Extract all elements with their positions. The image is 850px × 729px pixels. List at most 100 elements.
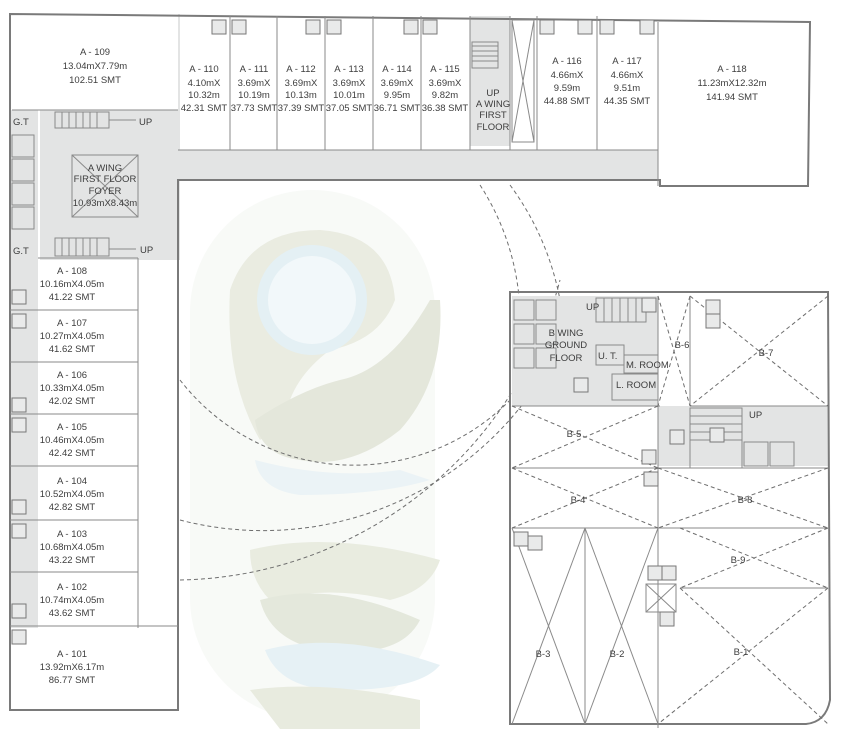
unit-a-109: A - 109 13.04mX7.79m 102.51 SMT [63,47,128,86]
stair-block-label: UP A WING FIRST FLOOR [476,88,510,133]
svg-text:UP: UP [486,88,499,99]
svg-text:10.93mX8.43m: 10.93mX8.43m [73,198,138,209]
unit-a-112: A - 112 3.69mX 10.13m 37.39 SMT [278,64,325,114]
stair-up-label-1: UP [139,117,152,128]
svg-text:A - 106: A - 106 [57,370,87,381]
svg-text:A - 107: A - 107 [57,318,87,329]
svg-text:A - 102: A - 102 [57,582,87,593]
svg-text:13.92mX6.17m: 13.92mX6.17m [40,662,105,673]
svg-text:42.82 SMT: 42.82 SMT [49,502,96,513]
unit-a-106: A - 106 10.33mX4.05m 42.02 SMT [40,370,105,407]
svg-text:GROUND: GROUND [545,340,587,351]
svg-text:10.68mX4.05m: 10.68mX4.05m [40,542,105,553]
svg-text:A WING: A WING [476,99,510,110]
lift-label-1: G.T [13,117,29,128]
shop-b-7: B-7 [759,348,774,359]
unit-a-108: A - 108 10.16mX4.05m 41.22 SMT [40,266,105,303]
b-l-room-label: L. ROOM [616,380,656,391]
svg-text:3.69mX: 3.69mX [238,78,271,89]
svg-text:43.22 SMT: 43.22 SMT [49,555,96,566]
svg-text:10.46mX4.05m: 10.46mX4.05m [40,435,105,446]
svg-text:10.33mX4.05m: 10.33mX4.05m [40,383,105,394]
svg-text:42.02 SMT: 42.02 SMT [49,396,96,407]
svg-text:10.13m: 10.13m [285,90,317,101]
svg-text:A - 118: A - 118 [717,64,746,75]
b-m-room-label: M. ROOM [626,360,669,371]
unit-a-117: A - 117 4.66mX 9.51m 44.35 SMT [604,56,651,107]
shop-b-5: B-5 [567,429,582,440]
b-up-label-2: UP [749,410,762,421]
svg-text:10.16mX4.05m: 10.16mX4.05m [40,279,105,290]
svg-text:4.66mX: 4.66mX [551,70,584,81]
svg-text:FOYER: FOYER [89,186,122,197]
unit-a-101: A - 101 13.92mX6.17m 86.77 SMT [40,649,105,686]
svg-text:41.22 SMT: 41.22 SMT [49,292,96,303]
unit-a-116: A - 116 4.66mX 9.59m 44.88 SMT [544,56,591,107]
svg-text:3.69mX: 3.69mX [285,78,318,89]
toilet-icons [11,19,655,645]
shop-b-2: B-2 [610,649,625,660]
unit-a-107: A - 107 10.27mX4.05m 41.62 SMT [40,318,105,355]
svg-text:37.73 SMT: 37.73 SMT [231,103,278,114]
unit-a-102: A - 102 10.74mX4.05m 43.62 SMT [40,582,105,619]
b-toilet-icons [513,297,725,627]
svg-text:44.88 SMT: 44.88 SMT [544,96,591,107]
svg-text:A - 105: A - 105 [57,422,87,433]
svg-text:42.31 SMT: 42.31 SMT [181,103,228,114]
unit-a-111: A - 111 3.69mX 10.19m 37.73 SMT [231,64,278,114]
b-wing-ground-label: B WING GROUND FLOOR [545,328,587,364]
svg-text:A - 115: A - 115 [430,64,459,75]
svg-text:37.05 SMT: 37.05 SMT [326,103,373,114]
unit-a-113: A - 113 3.69mX 10.01m 37.05 SMT [326,64,373,114]
svg-text:FIRST FLOOR: FIRST FLOOR [74,174,137,185]
shop-b-3: B-3 [536,649,551,660]
shop-b-1: B-1 [734,647,749,658]
unit-id: A - 109 [80,47,110,58]
svg-text:86.77 SMT: 86.77 SMT [49,675,96,686]
b-up-label-1: UP [586,302,599,313]
shop-b-8: B-8 [738,495,753,506]
unit-a-114: A - 114 3.69mX 9.95m 36.71 SMT [374,64,421,114]
lift-label-2: G.T [13,246,29,257]
svg-text:A - 114: A - 114 [382,64,411,75]
svg-text:FIRST: FIRST [479,110,507,121]
a-wing-stair-top [471,19,535,143]
shop-b-6: B-6 [675,340,690,351]
svg-text:A - 116: A - 116 [552,56,581,67]
shop-b-4: B-4 [571,495,586,506]
svg-text:A - 104: A - 104 [57,476,87,487]
svg-text:3.69mX: 3.69mX [429,78,462,89]
svg-text:36.38 SMT: 36.38 SMT [422,103,469,114]
stair-a-upper [54,111,136,129]
lift-boxes [11,134,35,230]
svg-text:A - 108: A - 108 [57,266,87,277]
svg-text:FLOOR: FLOOR [550,353,583,364]
svg-text:A WING: A WING [88,163,122,174]
unit-area: 102.51 SMT [69,75,121,86]
svg-text:9.82m: 9.82m [432,90,458,101]
svg-text:44.35 SMT: 44.35 SMT [604,96,651,107]
svg-text:9.59m: 9.59m [554,83,580,94]
svg-text:A - 110: A - 110 [189,64,218,75]
shop-b-9: B-9 [731,555,746,566]
svg-text:A - 111: A - 111 [240,64,269,75]
svg-text:A - 112: A - 112 [286,64,315,75]
svg-text:9.51m: 9.51m [614,83,640,94]
svg-text:10.01m: 10.01m [333,90,365,101]
stair-up-label-2: UP [140,245,153,256]
foyer-label: A WING FIRST FLOOR FOYER 10.93mX8.43m [73,163,138,209]
svg-text:10.74mX4.05m: 10.74mX4.05m [40,595,105,606]
landscape-garden [190,190,441,729]
unit-dim: 13.04mX7.79m [63,61,128,72]
svg-text:42.42 SMT: 42.42 SMT [49,448,96,459]
svg-text:43.62 SMT: 43.62 SMT [49,608,96,619]
svg-text:3.69mX: 3.69mX [333,78,366,89]
unit-a-110: A - 110 4.10mX 10.32m 42.31 SMT [181,64,228,114]
unit-a-103: A - 103 10.68mX4.05m 43.22 SMT [40,529,105,566]
svg-text:A - 101: A - 101 [57,649,87,660]
svg-text:FLOOR: FLOOR [477,122,510,133]
svg-text:10.52mX4.05m: 10.52mX4.05m [40,489,105,500]
svg-text:141.94 SMT: 141.94 SMT [706,92,758,103]
svg-text:A - 113: A - 113 [334,64,363,75]
